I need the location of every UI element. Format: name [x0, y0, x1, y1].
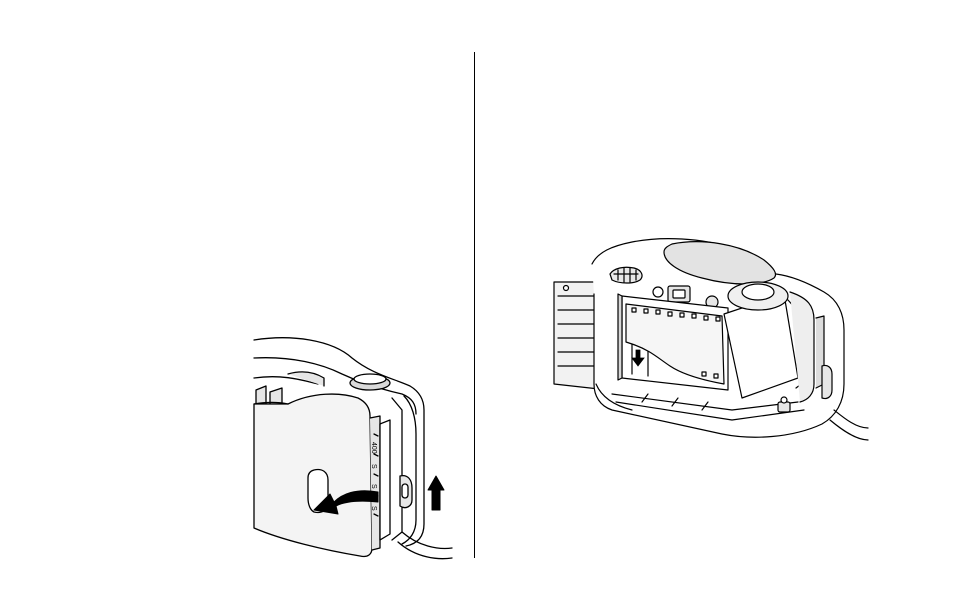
door-latch [822, 365, 832, 398]
door-label-2: S [370, 464, 377, 469]
door-label-4: S [370, 506, 377, 511]
illustration-load-film [552, 234, 870, 450]
mode-dial [610, 267, 642, 283]
latch-slide-arrow-icon [428, 476, 444, 510]
camera-side-grip [402, 396, 416, 544]
door-label-3: S [370, 484, 377, 489]
camera-strap [402, 532, 452, 548]
illustration-open-back-door: 400 S S S [252, 334, 462, 560]
camera-back-door-drawing: 400 S S S [252, 334, 462, 560]
camera-strap [834, 410, 868, 428]
column-divider [474, 52, 475, 558]
door-label-1: 400 [370, 442, 377, 454]
film-loading-drawing [552, 234, 870, 450]
